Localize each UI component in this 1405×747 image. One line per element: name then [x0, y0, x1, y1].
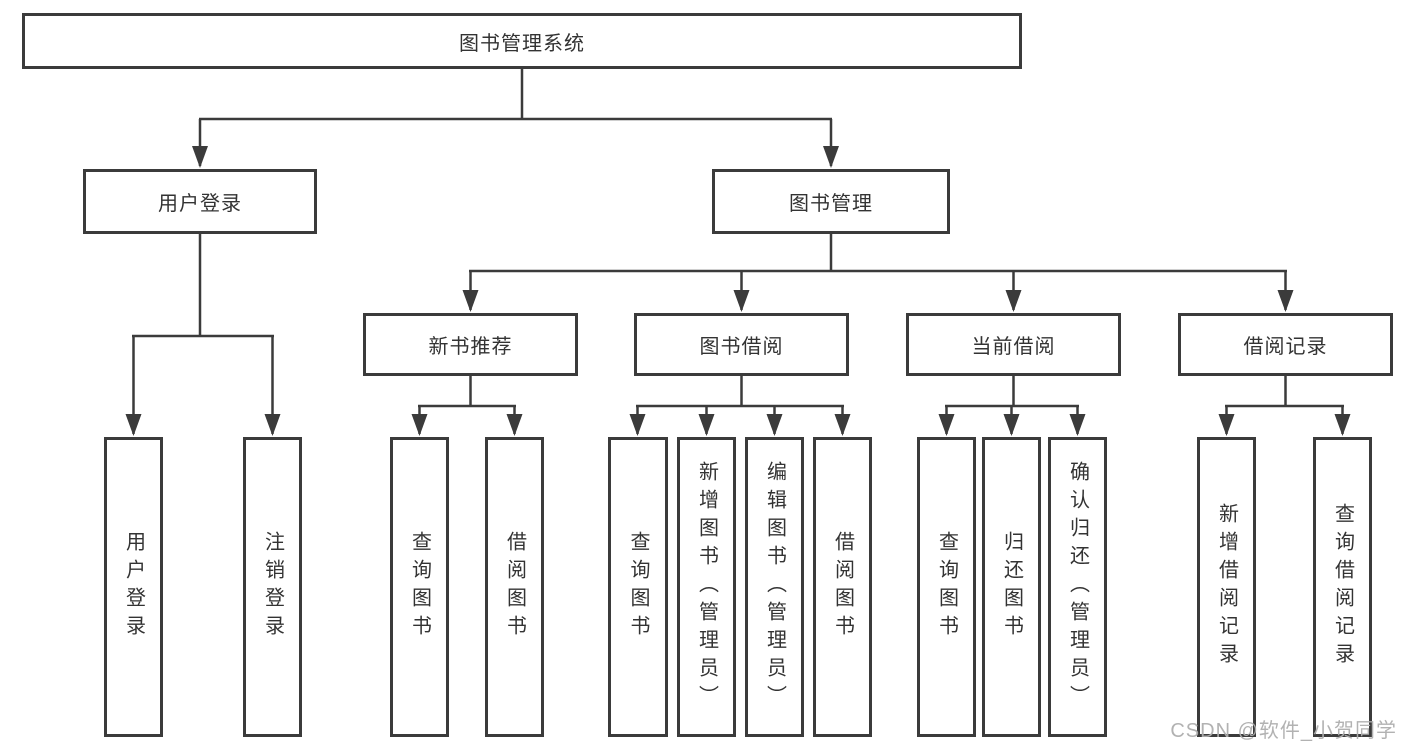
node-borrowing-records: 借阅记录	[1178, 313, 1393, 376]
leaf-add-book-admin-label: 新增图书（管理员）	[695, 461, 718, 713]
node-new-book-recommendation-label: 新书推荐	[428, 336, 513, 358]
node-current-borrowing-label: 当前借阅	[971, 336, 1056, 358]
node-library-management-system-label: 图书管理系统	[459, 32, 585, 55]
leaf-edit-book-admin-label: 编辑图书（管理员）	[763, 461, 786, 713]
leaf-logout: 注销登录	[243, 437, 302, 737]
node-new-book-recommendation: 新书推荐	[363, 313, 578, 376]
leaf-borrow-books-1: 借阅图书	[485, 437, 544, 737]
leaf-edit-book-admin: 编辑图书（管理员）	[745, 437, 804, 737]
node-borrowing-records-label: 借阅记录	[1243, 336, 1328, 358]
leaf-add-book-admin: 新增图书（管理员）	[677, 437, 736, 737]
leaf-logout-label: 注销登录	[261, 531, 284, 643]
leaf-query-borrow-record: 查询借阅记录	[1313, 437, 1372, 737]
node-user-login: 用户登录	[83, 169, 317, 234]
leaf-add-borrow-record-label: 新增借阅记录	[1215, 503, 1238, 671]
node-book-management-label: 图书管理	[789, 193, 873, 215]
leaf-borrow-books-1-label: 借阅图书	[503, 531, 526, 643]
leaf-query-books-2: 查询图书	[608, 437, 668, 737]
csdn-watermark: CSDN @软件_小贺同学	[1170, 720, 1397, 742]
leaf-query-borrow-record-label: 查询借阅记录	[1331, 503, 1354, 671]
node-library-management-system: 图书管理系统	[22, 13, 1022, 69]
node-book-management: 图书管理	[712, 169, 950, 234]
leaf-borrow-books-2-label: 借阅图书	[831, 531, 854, 643]
leaf-return-books-label: 归还图书	[1000, 531, 1023, 643]
leaf-confirm-return-admin: 确认归还（管理员）	[1048, 437, 1107, 737]
leaf-query-books-1-label: 查询图书	[408, 531, 431, 643]
node-book-borrowing-label: 图书借阅	[699, 336, 784, 358]
node-user-login-label: 用户登录	[158, 193, 242, 215]
leaf-query-books-2-label: 查询图书	[627, 531, 649, 643]
leaf-query-books-3: 查询图书	[917, 437, 976, 737]
leaf-user-login-label: 用户登录	[122, 531, 145, 643]
leaf-add-borrow-record: 新增借阅记录	[1197, 437, 1256, 737]
node-book-borrowing: 图书借阅	[634, 313, 849, 376]
leaf-borrow-books-2: 借阅图书	[813, 437, 872, 737]
leaf-return-books: 归还图书	[982, 437, 1041, 737]
leaf-query-books-3-label: 查询图书	[935, 531, 958, 643]
node-current-borrowing: 当前借阅	[906, 313, 1121, 376]
leaf-user-login: 用户登录	[104, 437, 163, 737]
leaf-confirm-return-admin-label: 确认归还（管理员）	[1066, 461, 1089, 713]
leaf-query-books-1: 查询图书	[390, 437, 449, 737]
